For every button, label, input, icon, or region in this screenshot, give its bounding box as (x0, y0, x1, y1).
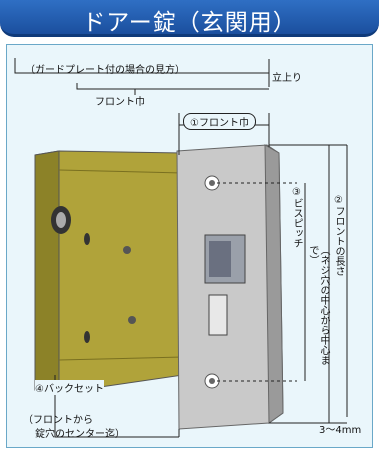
front-width-top-label: フロント巾 (95, 97, 145, 108)
diagram-panel: （ガードプレート付の場合の見方） 立上り フロント巾 ①フロント巾 ③ビスピッチ… (6, 44, 373, 448)
guard-plate-guide (14, 58, 270, 95)
backset-note-2: 錠穴のセンター迄） (35, 429, 125, 440)
bis-pitch-label: ③ビスピッチ (291, 187, 302, 248)
page-title: ドアー錠（玄関用） (82, 10, 297, 36)
front-length-label: ②フロントの長さ (333, 195, 344, 276)
backset-label: ④バックセット (35, 380, 104, 395)
front-width-label: ①フロント巾 (183, 113, 256, 130)
guard-plate-note: （ガードプレート付の場合の見方） (25, 65, 185, 76)
backset-note-1: （フロントから (23, 415, 93, 426)
front-plate (176, 144, 284, 430)
standing-up-label: 立上り (272, 73, 302, 84)
gap-label: 3〜4mm (319, 425, 362, 436)
lock-diagram (14, 58, 348, 438)
title-banner: ドアー錠（玄関用） (0, 0, 379, 37)
lock-body (34, 150, 184, 394)
screw-center-label: （ネジ穴の中心から中心まで） (307, 245, 329, 365)
deadbolt-slot (208, 294, 228, 336)
